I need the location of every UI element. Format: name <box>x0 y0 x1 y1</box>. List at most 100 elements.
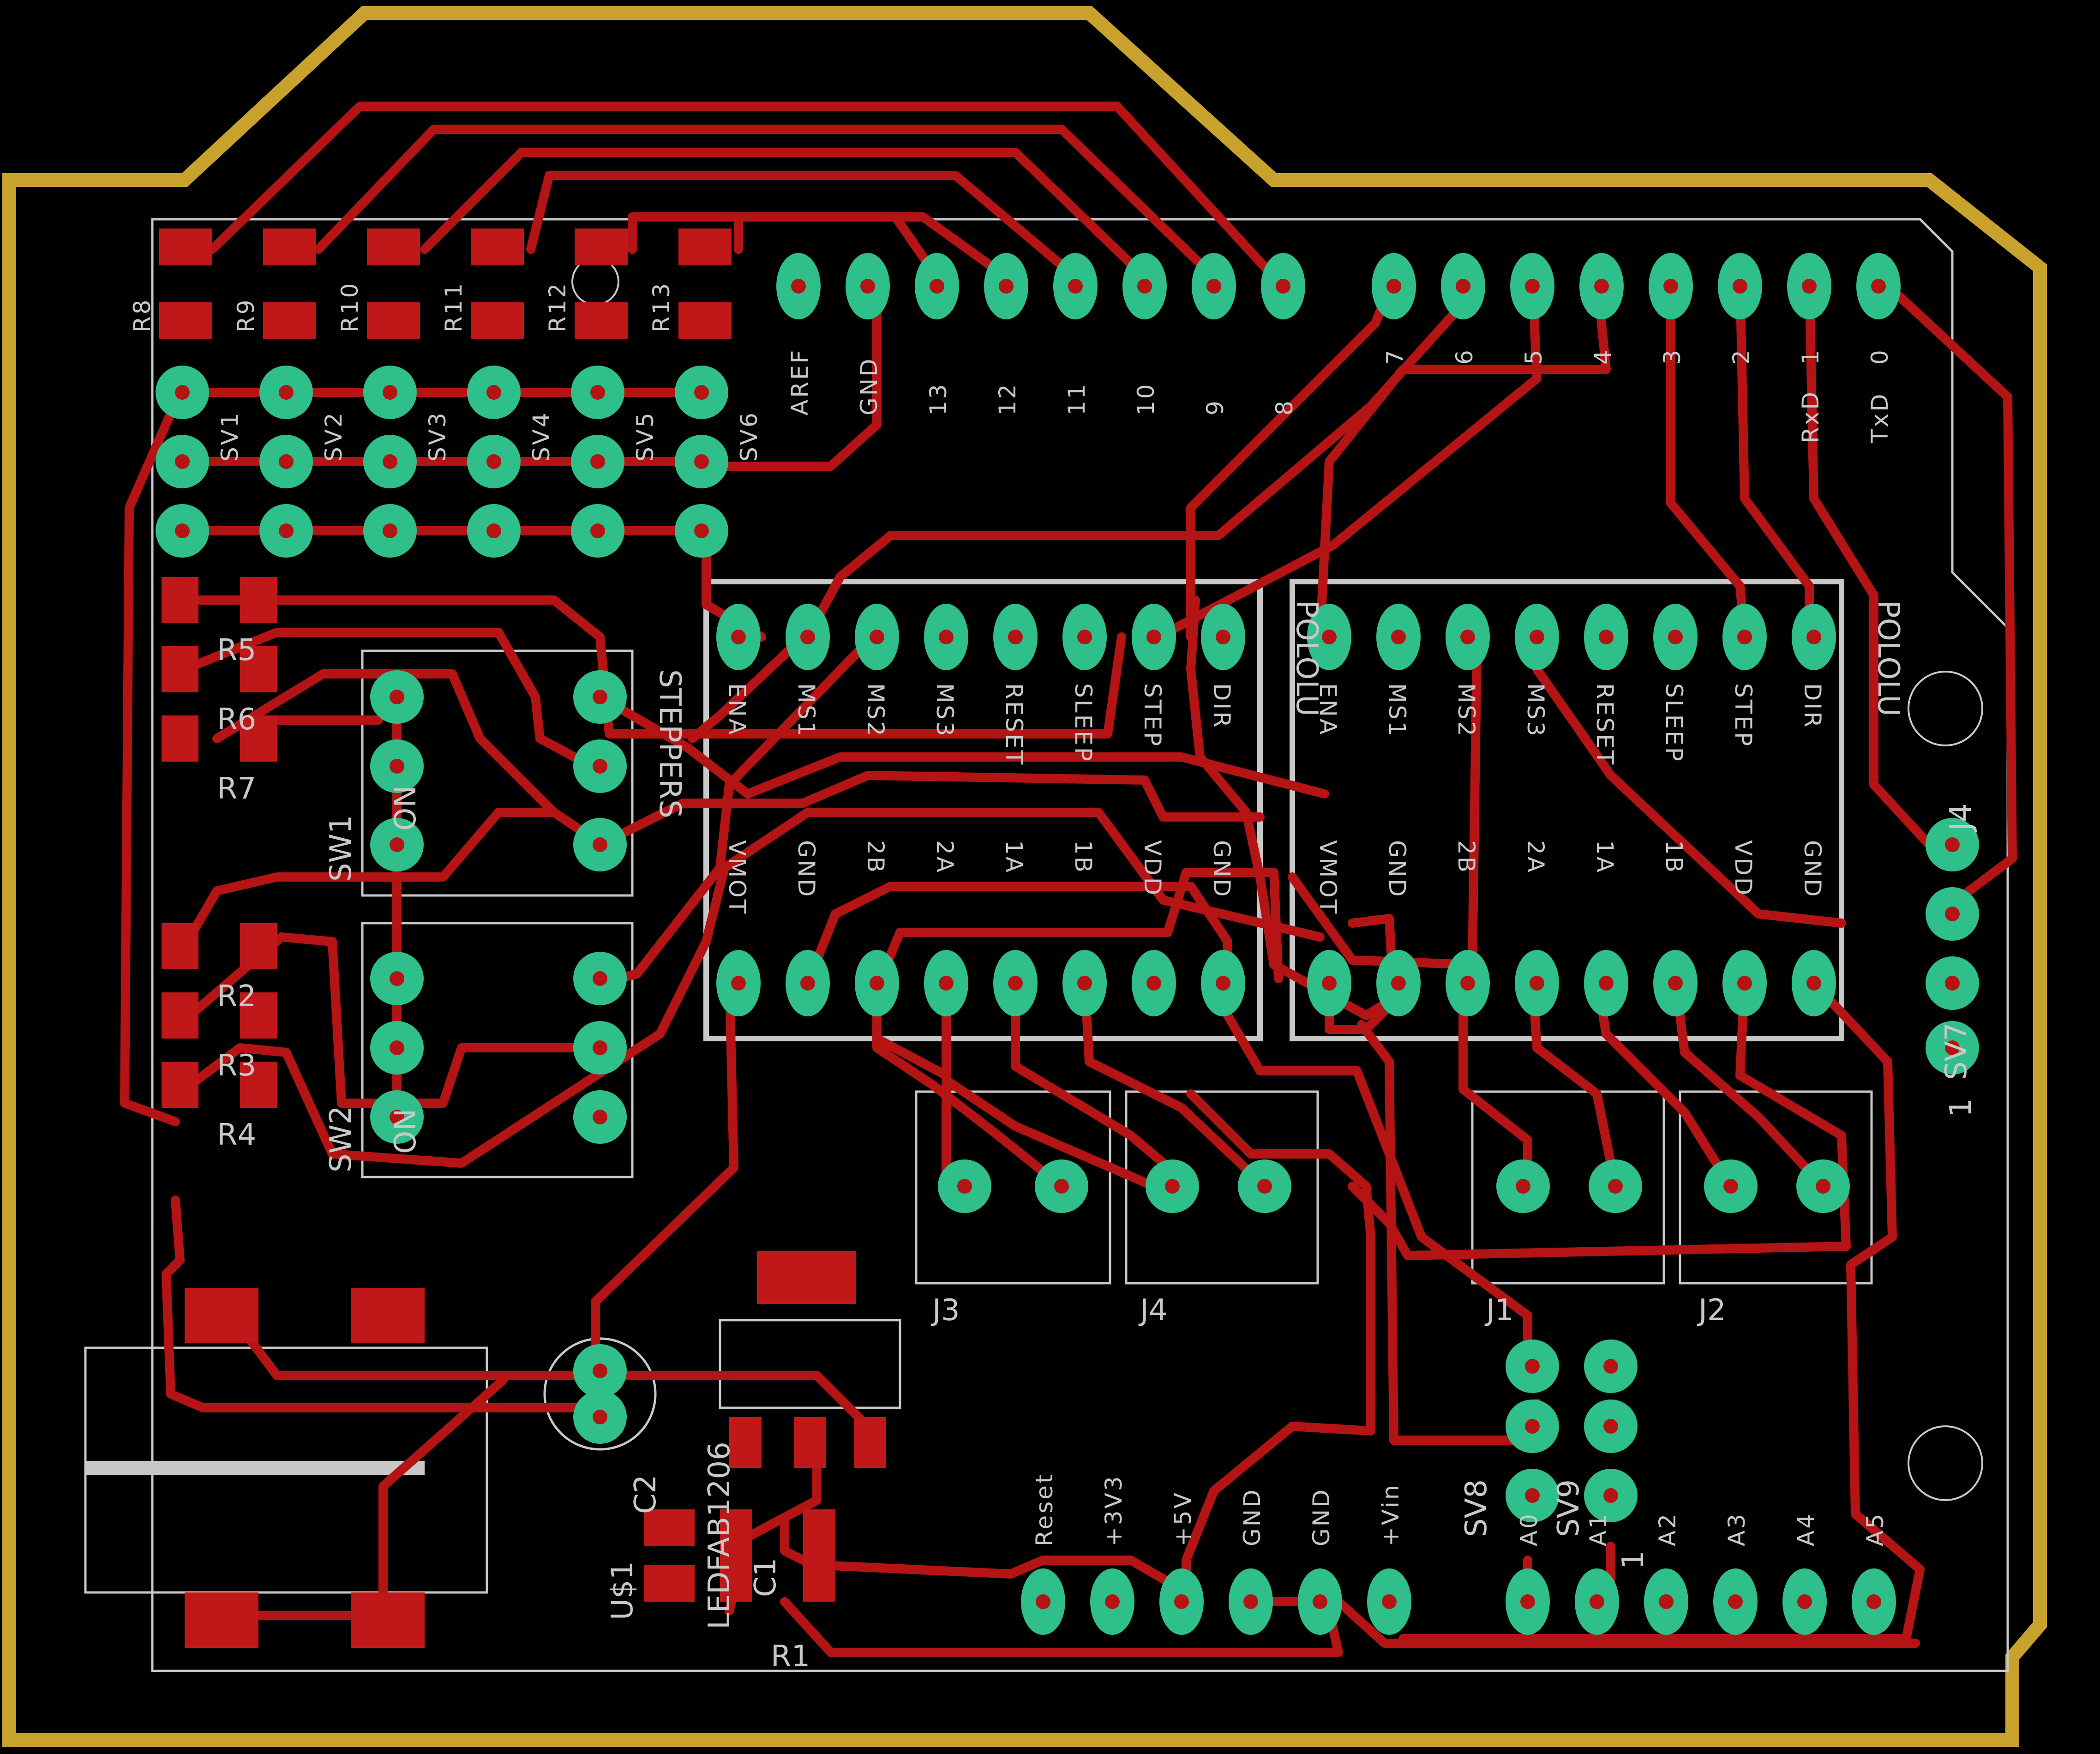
label-sv1: SV1 <box>216 411 243 462</box>
label-r1: R1 <box>771 1640 810 1674</box>
driver_right-pad-top-2 <box>1446 604 1490 670</box>
analog-pad-a2 <box>1644 1568 1688 1635</box>
header-label-gnd: GND <box>856 357 882 415</box>
power-label-0: Reset <box>1031 1472 1058 1546</box>
sv8-pad-1 <box>1506 1400 1559 1453</box>
servo-pad-sv1-2 <box>156 504 209 558</box>
label-sw2: SW2 <box>324 1105 358 1172</box>
dip-pad-left-4 <box>370 1021 424 1075</box>
sv7-pad-0 <box>1926 818 1979 871</box>
servo-pad-sv6-0 <box>675 366 728 419</box>
dip-pad-right-2 <box>573 818 627 871</box>
driver_right-pad-top-0 <box>1307 604 1351 670</box>
servo-pad-sv5-2 <box>571 504 624 558</box>
terminal-pad-3 <box>1238 1159 1291 1213</box>
driver_right-label-top-5: SLEEP <box>1661 683 1687 763</box>
label-sv2: SV2 <box>320 411 347 462</box>
driver_right-pad-top-5 <box>1653 604 1698 670</box>
servo-pad-sv3-0 <box>363 366 417 419</box>
analog-label-a1: A1 <box>1585 1512 1612 1546</box>
board-outline <box>2 6 2047 1747</box>
dip-pad-left-2 <box>370 818 424 871</box>
j3-outline <box>915 1090 1111 1285</box>
label-j4-side: J4 <box>1944 803 1978 833</box>
traces <box>120 102 2017 1657</box>
power-pad-5 <box>1367 1568 1411 1635</box>
driver_left-label-top-4: RESET <box>1001 683 1027 766</box>
silk-inner-outline <box>151 218 2009 1672</box>
driver_right-label-top-6: STEP <box>1730 683 1757 748</box>
analog-label-a4: A4 <box>1793 1512 1819 1546</box>
analog-label-a0: A0 <box>1516 1512 1542 1546</box>
header-pad-d6 <box>1441 253 1485 319</box>
driver-right-outline <box>1290 579 1844 1041</box>
label-sv9: SV9 <box>1552 1479 1586 1537</box>
driver_right-pad-bottom-2 <box>1446 950 1490 1016</box>
driver_right-label-top-0: ENA <box>1314 683 1341 736</box>
servo-pad-sv2-0 <box>259 366 313 419</box>
dip-pad-right-0 <box>573 670 627 724</box>
driver_left-label-bottom-5: 1B <box>1070 840 1097 874</box>
driver_right-pad-top-4 <box>1584 604 1628 670</box>
header-pad-d2 <box>1718 253 1762 319</box>
driver_right-pad-bottom-0 <box>1307 950 1351 1016</box>
label-r3: R3 <box>217 1049 256 1083</box>
sv8-pad-2 <box>1506 1469 1559 1522</box>
driver_right-label-bottom-1: GND <box>1384 840 1410 899</box>
dip-pad-right-4 <box>573 1021 627 1075</box>
analog-pad-a1 <box>1575 1568 1619 1635</box>
label-sw1-on: ON <box>389 786 423 831</box>
terminal-pad-0 <box>938 1159 991 1213</box>
sv9-pad-2 <box>1584 1469 1638 1522</box>
driver_left-pad-top-3 <box>924 604 968 670</box>
servo-pad-sv1-1 <box>156 435 209 488</box>
analog-label-a5: A5 <box>1862 1512 1889 1546</box>
power-smd-pads <box>185 1251 886 1648</box>
servo-pad-sv2-1 <box>259 435 313 488</box>
c2-pad-1 <box>573 1344 627 1398</box>
header-label-d7: 7 <box>1382 348 1409 365</box>
header-label-d3: 3 <box>1659 348 1686 365</box>
driver_left-label-bottom-3: 2A <box>931 840 958 874</box>
header-label-10: 10 <box>1133 382 1159 415</box>
terminal-pad-6 <box>1704 1159 1758 1213</box>
label-driver-right-title: POLOLU <box>1871 600 1905 716</box>
dip-pad-right-5 <box>573 1090 627 1144</box>
driver_left-pad-bottom-7 <box>1201 950 1245 1016</box>
analog-label-a3: A3 <box>1723 1512 1750 1546</box>
sv9-pad-1 <box>1584 1400 1638 1453</box>
c2-pad-2 <box>573 1390 627 1444</box>
driver_left-pad-bottom-0 <box>716 950 761 1016</box>
power-pad-3 <box>1229 1568 1273 1635</box>
sv7-pad-1 <box>1926 887 1979 941</box>
driver_left-label-bottom-4: 1A <box>1001 840 1027 874</box>
driver_left-label-top-1: MS1 <box>793 683 820 738</box>
label-r2: R2 <box>217 979 256 1014</box>
header-pad-9 <box>1192 253 1236 319</box>
label-sv9-pin: 1 <box>1616 1550 1650 1569</box>
analog-pad-a0 <box>1506 1568 1550 1635</box>
header-label-8: 8 <box>1271 399 1298 415</box>
terminal-pad-5 <box>1589 1159 1642 1213</box>
driver_right-pad-top-6 <box>1722 604 1767 670</box>
dip-pad-left-1 <box>370 739 424 793</box>
label-r10: R10 <box>336 282 363 332</box>
label-sv7-pin: 1 <box>1944 1098 1978 1117</box>
driver_right-pad-top-3 <box>1515 604 1559 670</box>
header-pad-d1 <box>1787 253 1831 319</box>
header-label-9: 9 <box>1202 399 1229 415</box>
driver-left-outline <box>703 579 1263 1041</box>
sv7-pad-3 <box>1926 1021 1979 1075</box>
driver_left-label-bottom-0: VMOT <box>724 840 750 915</box>
analog-pad-a3 <box>1713 1568 1758 1635</box>
dip-pad-left-0 <box>370 670 424 724</box>
terminal-pad-2 <box>1146 1159 1199 1213</box>
header-label-d5: 5 <box>1520 348 1547 365</box>
driver_right-label-top-7: DIR <box>1799 683 1826 729</box>
driver_right-label-bottom-2: 2B <box>1453 840 1480 874</box>
header-label-d2: 2 <box>1728 348 1755 365</box>
header-pad-13 <box>915 253 959 319</box>
analog-label-a2: A2 <box>1654 1512 1681 1546</box>
label-led: LEDFAB1206 <box>702 1442 737 1629</box>
